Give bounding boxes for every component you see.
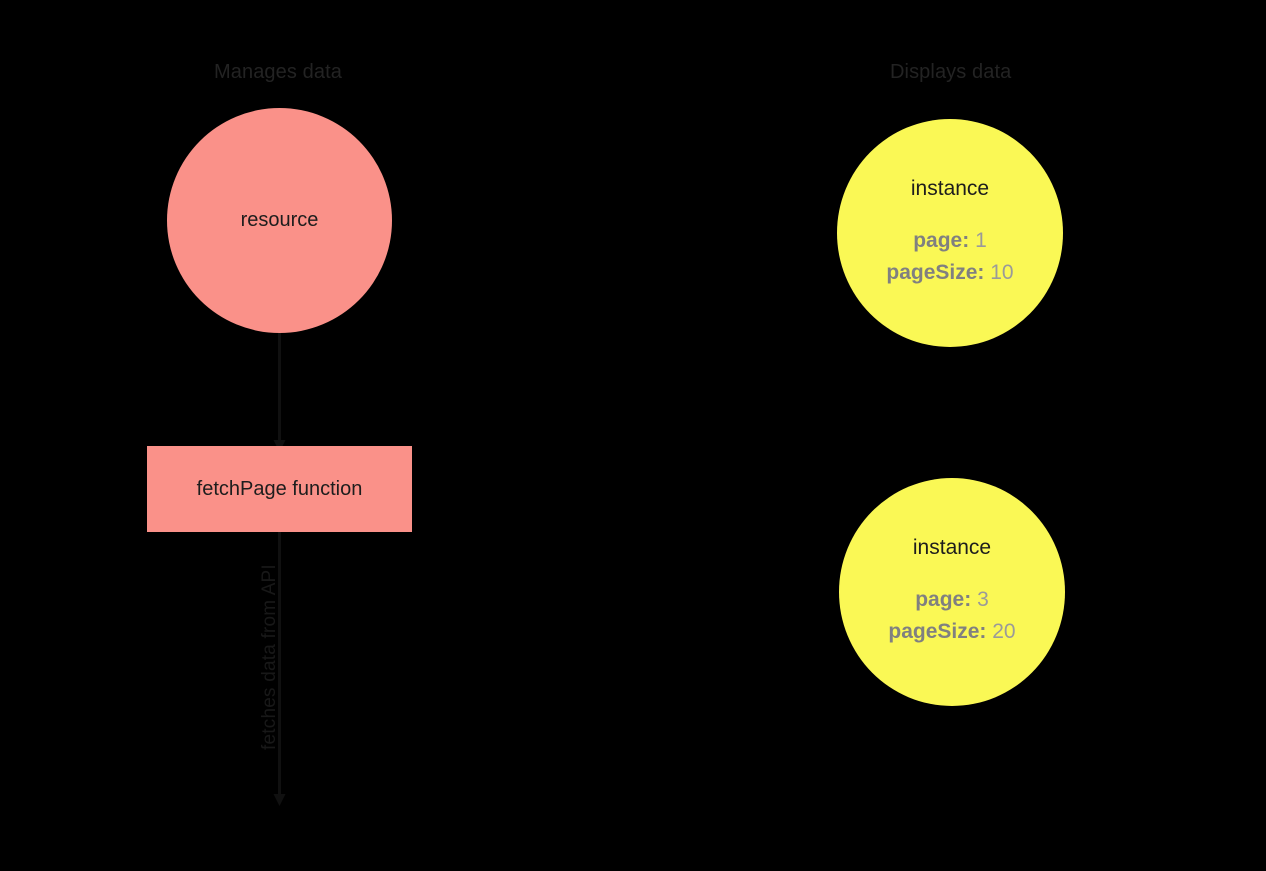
prop-key-page: page: xyxy=(915,587,972,611)
cluster-title-displays-data: Displays data xyxy=(890,61,1012,83)
cluster-title-manages-data: Manages data xyxy=(214,61,342,83)
node-instance-2[interactable]: instance page: 3 pageSize: 20 xyxy=(839,478,1065,706)
node-fetchpage-function[interactable]: fetchPage function xyxy=(147,446,412,532)
prop-key-pagesize: pageSize: xyxy=(888,619,987,643)
node-resource-label: resource xyxy=(240,209,319,231)
node-instance-1[interactable]: instance page: 1 pageSize: 10 xyxy=(837,119,1063,347)
prop-key-pagesize: pageSize: xyxy=(886,260,985,284)
prop-value-pagesize: 20 xyxy=(992,619,1016,643)
arrowhead-api-icon xyxy=(273,794,286,806)
prop-value-page: 3 xyxy=(977,587,989,611)
node-instance-2-prop-page: page: 3 xyxy=(915,584,989,616)
node-instance-1-prop-page: page: 1 xyxy=(913,225,987,257)
node-instance-1-prop-pagesize: pageSize: 10 xyxy=(886,257,1013,289)
prop-value-pagesize: 10 xyxy=(990,260,1014,284)
node-instance-1-title: instance xyxy=(910,176,990,200)
node-instance-2-title: instance xyxy=(912,535,992,559)
prop-key-page: page: xyxy=(913,228,970,252)
node-fetchpage-label: fetchPage function xyxy=(196,477,363,500)
edge-label-fetches-data-from-api: fetches data from API xyxy=(259,564,280,750)
prop-value-page: 1 xyxy=(975,228,987,252)
node-resource[interactable]: resource xyxy=(167,108,392,333)
node-instance-2-prop-pagesize: pageSize: 20 xyxy=(888,616,1015,648)
